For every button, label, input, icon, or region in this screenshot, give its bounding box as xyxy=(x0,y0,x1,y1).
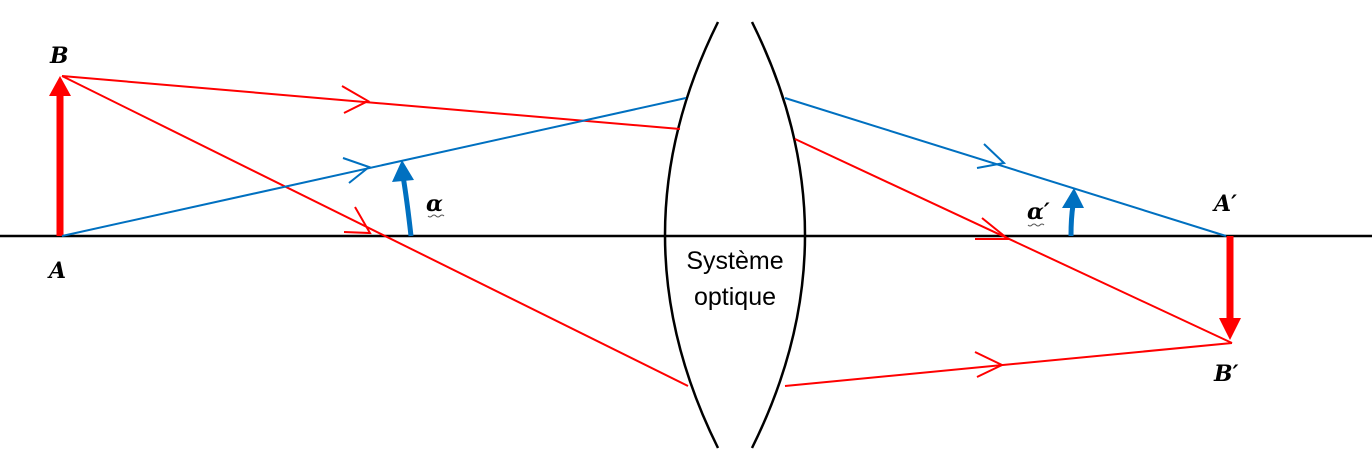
blue-ray-out-arrow xyxy=(976,143,1007,169)
image-arrow-head xyxy=(1219,318,1241,340)
red-ray-upper-in-arrow xyxy=(341,85,371,114)
angle-alpha-prime-arrowhead xyxy=(1062,188,1084,208)
red-ray-upper-out-arrow xyxy=(975,217,1011,240)
label-b-prime: B′ xyxy=(1213,361,1239,387)
red-ray-lower-in-arrow xyxy=(343,206,372,235)
label-a: A xyxy=(47,258,66,284)
label-alpha: α xyxy=(426,191,443,217)
blue-ray-in xyxy=(61,97,687,237)
lens-label-line2: optique xyxy=(694,283,776,311)
lens-label-line1: Système xyxy=(686,247,783,275)
angle-alpha-arrowhead xyxy=(392,160,414,182)
red-ray-upper-out xyxy=(794,138,1233,344)
lens-right-surface xyxy=(750,21,807,449)
red-ray-lower-out-arrow xyxy=(974,351,1005,378)
angle-alpha-prime-arc xyxy=(1068,204,1076,237)
red-ray-lower-out xyxy=(784,342,1233,387)
angle-alpha-arc xyxy=(400,175,414,237)
label-a-prime: A′ xyxy=(1212,191,1237,217)
label-alpha-prime: α′ xyxy=(1027,199,1050,225)
object-arrow-head xyxy=(49,76,71,96)
label-b: B xyxy=(49,43,69,69)
blue-ray-in-arrow xyxy=(342,157,372,184)
label-alpha-squiggle xyxy=(427,214,445,218)
lens-left-surface xyxy=(663,21,720,449)
red-ray-upper-in xyxy=(61,75,681,130)
label-alpha-prime-squiggle xyxy=(1027,223,1045,227)
blue-ray-out xyxy=(784,97,1227,237)
red-ray-lower-in xyxy=(61,75,689,387)
